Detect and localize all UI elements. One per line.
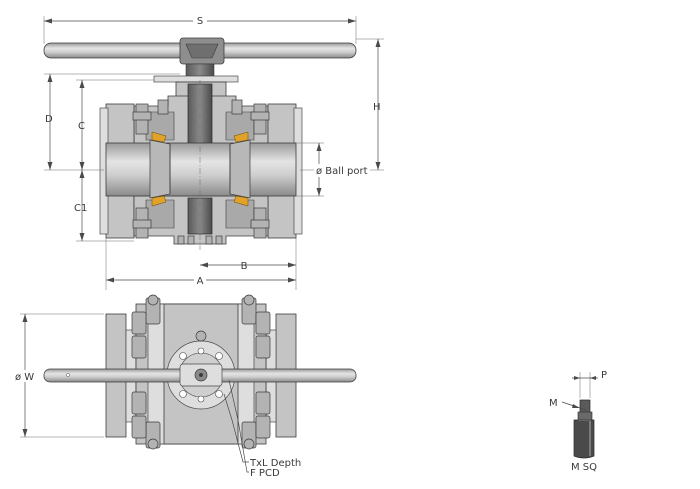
dim-label-D: D: [45, 114, 53, 125]
stem-detail: P M M SQ: [549, 370, 607, 473]
label-f-pcd: F PCD: [250, 468, 280, 479]
label-m-sq: M SQ: [571, 462, 597, 473]
dim-label-A: A: [197, 276, 204, 287]
upper-bolts: [132, 99, 270, 135]
dim-label-B: B: [241, 261, 248, 272]
dim-label-S: S: [197, 16, 203, 27]
dim-label-C1: C1: [74, 203, 87, 214]
front-dimensions: S H D C C1 ø Ball port: [43, 14, 384, 290]
seat-seals: [151, 131, 249, 207]
lower-bolts: [132, 207, 270, 245]
label-txl-depth: TxL Depth: [249, 458, 301, 469]
dim-label-P: P: [601, 370, 607, 381]
top-view: [43, 294, 357, 450]
dim-label-M: M: [549, 398, 558, 409]
top-dimensions: ø W TxL Depth F PCD: [14, 313, 301, 479]
dim-label-ball-port: ø Ball port: [316, 166, 368, 177]
ball-bore: [105, 142, 297, 197]
dim-label-W: ø W: [15, 372, 34, 383]
dim-label-H: H: [373, 102, 381, 113]
dim-label-C: C: [78, 121, 85, 132]
top-view-bolts: [131, 294, 271, 450]
stem-neck: [185, 63, 215, 77]
front-section-view: [43, 37, 357, 250]
gland-plate: [153, 75, 239, 83]
